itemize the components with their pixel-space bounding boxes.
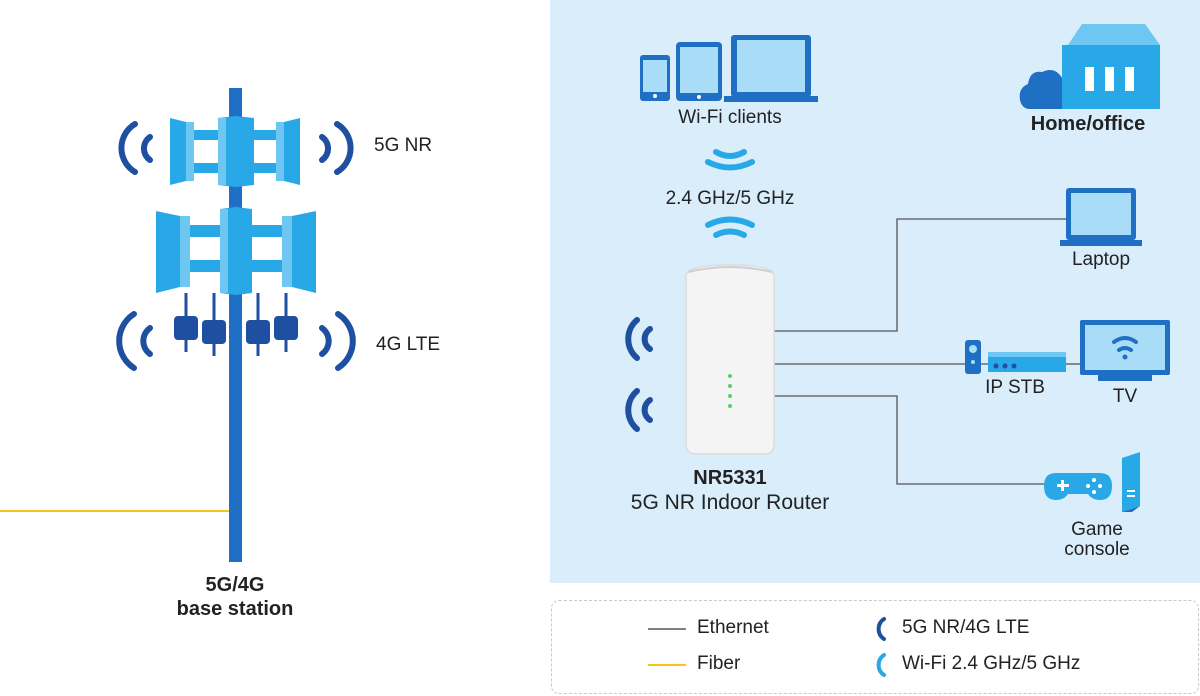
ip-stb-label: IP STB: [985, 377, 1045, 398]
legend-fiber-label: Fiber: [697, 653, 741, 674]
phone-icon: [640, 55, 670, 101]
connector: [174, 316, 198, 340]
antenna-5g-label: 5G NR: [374, 135, 433, 156]
cellular-wave-icon: [876, 617, 886, 641]
antenna-5g-group: [170, 116, 300, 187]
connector: [202, 320, 226, 344]
connector: [274, 316, 298, 340]
wifi-wave-icon: [876, 653, 886, 677]
router-icon: [685, 264, 775, 455]
legend-swatches: [648, 617, 886, 677]
wifi-wave-icon: [705, 149, 755, 238]
base-station-label-line1: 5G/4G: [205, 574, 265, 596]
tv-icon: [1080, 320, 1170, 381]
laptop-icon: [724, 35, 818, 102]
home-office-title: Home/office: [1030, 113, 1146, 135]
router-model: NR5331: [693, 467, 767, 489]
wifi-band-label: 2.4 GHz/5 GHz: [665, 188, 795, 209]
house-icon: [1062, 24, 1160, 109]
set-top-box-icon: [988, 352, 1066, 372]
base-station-mast: [229, 88, 242, 562]
ethernet-lines: [774, 218, 1067, 485]
laptop-label: Laptop: [1071, 249, 1131, 270]
game-console-label-line2: console: [1064, 539, 1130, 560]
cellular-wave-icon: [625, 317, 653, 432]
laptop-icon: [1060, 188, 1142, 246]
antenna-4g-group: [156, 207, 316, 356]
connector: [246, 320, 270, 344]
cellular-wave-icon: [116, 121, 356, 371]
base-station-label-line2: base station: [176, 598, 294, 620]
legend-wifi-label: Wi-Fi 2.4 GHz/5 GHz: [902, 653, 1081, 674]
antenna-4g-label: 4G LTE: [376, 334, 441, 355]
remote-icon: [965, 340, 981, 374]
legend: Ethernet Fiber 5G NR/4G LTE Wi-Fi 2.4 GH…: [551, 600, 1199, 694]
console-tower-icon: [1122, 452, 1140, 512]
gamepad-icon: [1044, 473, 1112, 500]
wifi-clients-label: Wi-Fi clients: [678, 107, 782, 128]
tv-label: TV: [1112, 386, 1138, 407]
tablet-icon: [676, 42, 722, 101]
game-console-label-line1: Game: [1071, 519, 1123, 540]
legend-ethernet-label: Ethernet: [697, 617, 769, 638]
cloud-icon: [1019, 70, 1062, 109]
legend-cellular-label: 5G NR/4G LTE: [902, 617, 1030, 638]
router-description: 5G NR Indoor Router: [630, 491, 830, 514]
